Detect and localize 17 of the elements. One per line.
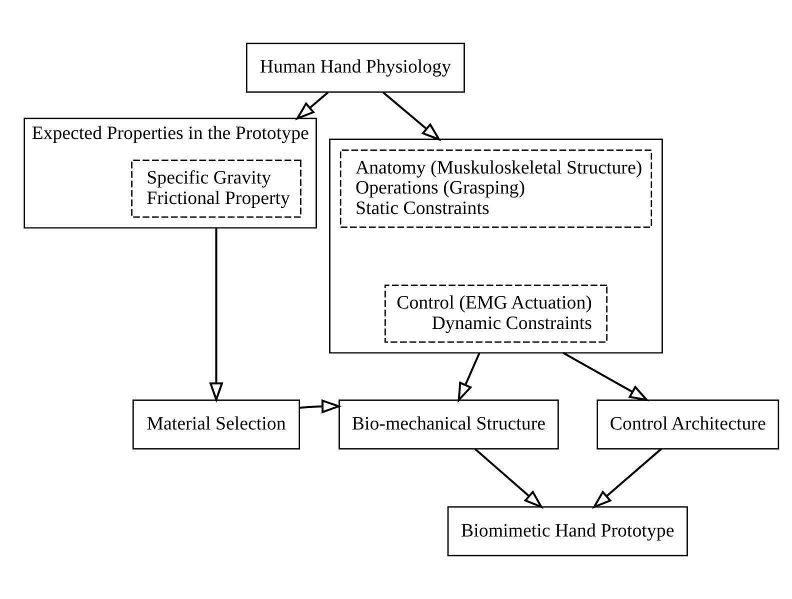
cluster (329, 138, 663, 354)
arrow (592, 448, 662, 509)
node-box: Biomimetic Hand Prototype (447, 506, 688, 556)
arrow (295, 92, 329, 120)
arrow (458, 352, 480, 403)
node-box: Control Architecture (596, 400, 780, 450)
node-box: Bio-mechanical Structure (338, 400, 559, 450)
arrow (474, 448, 544, 509)
arrow (562, 352, 650, 402)
arrow (209, 228, 224, 403)
node-box: Anatomy (Muskuloskeletal Structure) Operations (Grasping) Static Constraints (340, 150, 652, 228)
node-box: Material Selection (132, 400, 300, 450)
arrow (382, 92, 442, 142)
node-box: Specific Gravity Frictional Property (131, 160, 302, 218)
arrow (300, 399, 342, 414)
node-box: Human Hand Physiology (246, 42, 465, 93)
node-box: Control (EMG Actuation) Dynamic Constraints (384, 284, 608, 343)
